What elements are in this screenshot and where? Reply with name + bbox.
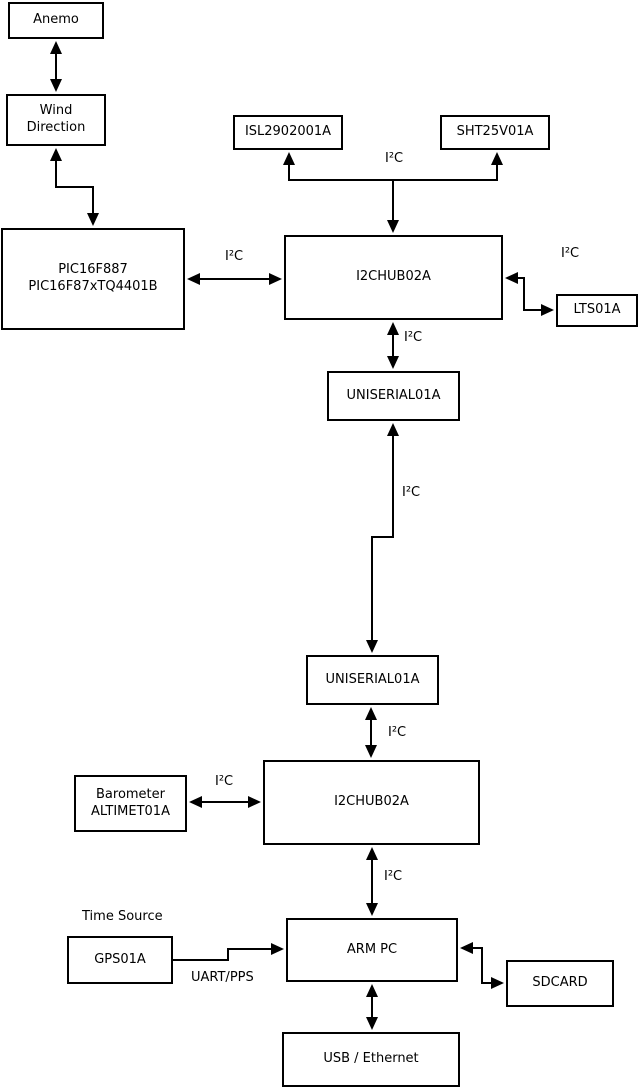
node-anemo: Anemo [8, 2, 104, 39]
edge-label-i2c-uniserial1-uniserial2: I²C [402, 485, 421, 500]
node-usb-ethernet-label: USB / Ethernet [323, 1051, 419, 1067]
node-barometer-label-line2: ALTIMET01A [91, 803, 170, 819]
edge-label-i2c-bus-top: I²C [385, 151, 404, 166]
node-uniserial01a-bottom: UNISERIAL01A [306, 655, 439, 705]
edge-label-uart-pps: UART/PPS [191, 970, 254, 985]
node-isl2902001a: ISL2902001A [233, 115, 343, 150]
edge-label-i2c-pic-hub1: I²C [225, 249, 244, 264]
node-barometer-label-line1: Barometer [96, 786, 165, 802]
edge-label-i2c-barometer-hub2: I²C [215, 774, 234, 789]
edge-label-i2c-hub2-armpc: I²C [384, 869, 403, 884]
node-gps01a: GPS01A [67, 936, 173, 984]
connector-wind-pic [50, 148, 99, 226]
node-sht25v01a: SHT25V01A [440, 115, 550, 150]
node-uniserial01a-bottom-label: UNISERIAL01A [325, 671, 420, 687]
node-sdcard: SDCARD [506, 960, 614, 1007]
node-usb-ethernet: USB / Ethernet [282, 1032, 460, 1087]
node-uniserial01a-top-label: UNISERIAL01A [346, 387, 441, 403]
node-gps01a-label: GPS01A [94, 951, 146, 967]
node-sdcard-label: SDCARD [532, 975, 588, 991]
node-isl2902001a-label: ISL2902001A [244, 124, 332, 140]
node-i2chub02a-bottom-label: I2CHUB02A [334, 794, 409, 810]
node-arm-pc: ARM PC [286, 918, 458, 982]
edge-label-time-source: Time Source [82, 909, 163, 924]
connector-hub1-lts [505, 272, 554, 316]
node-anemo-label: Anemo [33, 12, 79, 28]
node-arm-pc-label: ARM PC [346, 941, 398, 957]
node-lts01a-label: LTS01A [573, 302, 621, 318]
node-pic16f887-label-line1: PIC16F887 [58, 262, 128, 278]
connector-uniserial1-uniserial2 [366, 423, 399, 653]
node-barometer: Barometer ALTIMET01A [74, 775, 187, 832]
node-wind-direction: Wind Direction [6, 94, 106, 146]
node-uniserial01a-top: UNISERIAL01A [327, 371, 460, 421]
edge-label-i2c-uniserial2-hub2: I²C [388, 725, 407, 740]
node-sht25v01a-label: SHT25V01A [456, 124, 534, 140]
edge-label-i2c-hub1-lts: I²C [561, 246, 580, 261]
node-i2chub02a-top-label: I2CHUB02A [356, 269, 431, 285]
connector-gps-armpc [173, 943, 284, 961]
node-pic16f887: PIC16F887 PIC16F87xTQ4401B [1, 228, 185, 330]
node-i2chub02a-bottom: I2CHUB02A [263, 760, 480, 845]
node-wind-direction-label-line1: Wind [39, 103, 73, 119]
node-lts01a: LTS01A [556, 294, 638, 327]
node-i2chub02a-top: I2CHUB02A [284, 235, 503, 320]
node-pic16f887-label-line2: PIC16F87xTQ4401B [28, 279, 158, 294]
connector-armpc-sdcard [460, 942, 504, 989]
edge-label-i2c-hub1-uniserial1: I²C [404, 330, 423, 345]
node-wind-direction-label-line2: Direction [26, 120, 86, 135]
